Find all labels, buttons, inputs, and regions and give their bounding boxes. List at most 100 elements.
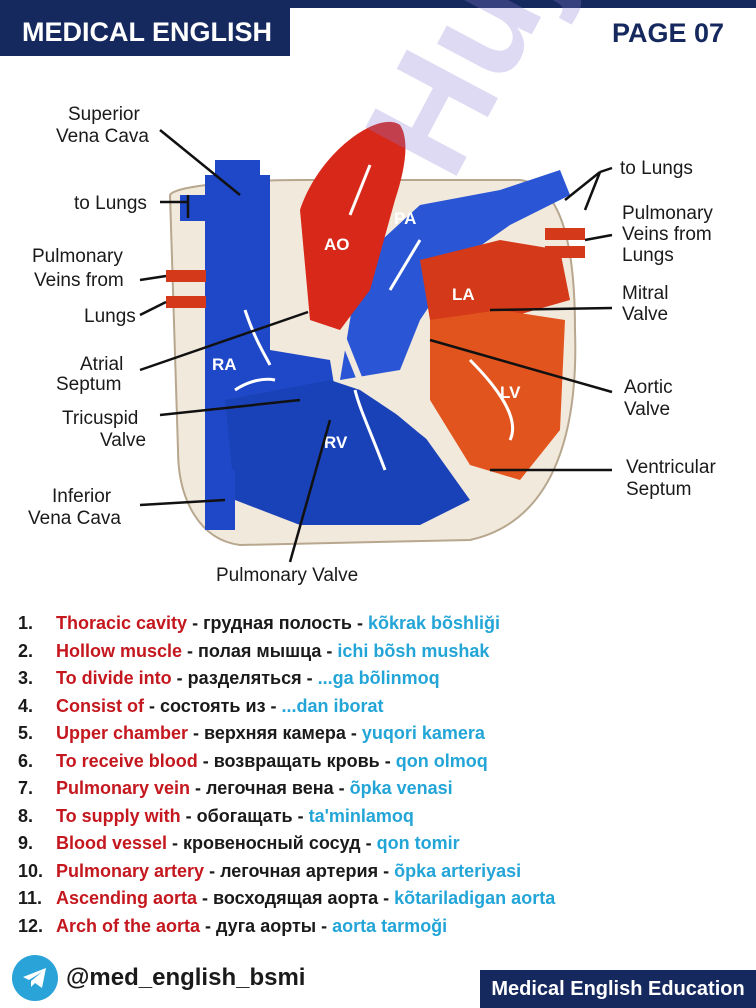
chamber-pa: PA [394, 209, 416, 228]
label-mitral-valve-2: Valve [622, 304, 668, 325]
chamber-la: LA [452, 285, 475, 304]
vocab-uzbek: ta'minlamoq [308, 805, 414, 826]
list-item: 6.To receive blood - возвращать кровь - … [18, 748, 738, 776]
separator: - [360, 833, 377, 853]
vocab-english: Ascending aorta [56, 888, 198, 908]
label-pulmonary-veins-left-2: Veins from [34, 270, 124, 291]
telegram-plane-icon [23, 968, 46, 988]
vocab-russian: легочная вена [206, 778, 334, 798]
label-atrial-septum-1: Atrial [80, 354, 123, 375]
vocab-russian: легочная артерия [220, 860, 379, 881]
label-inferior-vena-cava-1: Inferior [52, 486, 112, 507]
separator: - [187, 613, 204, 633]
vocab-russian: дуга аорты [216, 915, 317, 936]
separator: - [351, 613, 368, 633]
separator: - [144, 695, 160, 716]
list-item: 10. Pulmonary artery - легочная артерия -… [18, 858, 738, 886]
left-atrium-red [420, 240, 570, 320]
vocab-number: 9. [18, 833, 34, 853]
separator: - [171, 668, 188, 688]
vocab-uzbek: ichi bõsh mushak [337, 640, 490, 661]
chamber-lv: LV [500, 383, 521, 402]
ventricular-septum [337, 328, 472, 473]
separator: - [292, 805, 309, 826]
separator: - [188, 723, 205, 743]
vocab-number: 10. [18, 860, 44, 881]
list-item: 3.To divide into - разделяться - ...ga b… [18, 665, 738, 693]
chamber-rv: RV [324, 433, 348, 452]
list-item: 7.Pulmonary vein - легочная вена - õpka … [18, 775, 738, 803]
vocab-uzbek: õpka arteriyasi [394, 860, 522, 881]
label-pulmonary-veins-right-2: Veins from [622, 224, 712, 245]
vocab-english: Arch of the aorta [56, 915, 201, 936]
vocab-uzbek: aorta tarmoği [332, 915, 448, 936]
separator: - [182, 640, 199, 661]
list-item: 2.Hollow muscle - полая мышца - ichi bõs… [18, 638, 738, 666]
vocab-english: To receive blood [56, 750, 198, 771]
vocab-uzbek: qon tomir [376, 833, 460, 853]
separator: - [265, 695, 282, 716]
vocab-russian: восходящая аорта [213, 888, 379, 908]
right-ventricle-blue [225, 380, 470, 525]
flow-arrow-ra-2 [234, 377, 276, 392]
list-item: 1.Thoracic cavity - грудная полость - kõ… [18, 610, 738, 638]
vocab-number: 12. [18, 915, 44, 936]
separator: - [333, 778, 350, 798]
separator: - [321, 640, 338, 661]
page-number: PAGE 07 [611, 18, 724, 48]
vocab-russian: возвращать кровь [213, 750, 380, 771]
list-item: 4.Consist of - состоять из - ...dan ibor… [18, 693, 738, 721]
channel-handle[interactable]: @med_english_bsmi [66, 964, 306, 991]
flow-arrow-ao [348, 164, 372, 216]
separator: - [378, 888, 395, 908]
left-ventricle-red [430, 310, 565, 480]
vocab-number: 11. [18, 888, 43, 908]
separator: - [345, 723, 362, 743]
separator: - [204, 860, 221, 881]
vocab-russian: разделяться [187, 668, 302, 688]
vocab-english: To divide into [56, 668, 172, 688]
top-bar [0, 0, 756, 8]
vocab-russian: верхняя камера [204, 723, 346, 743]
vocab-uzbek: ...ga bõlinmoq [317, 668, 440, 688]
flow-arrow-pa [388, 239, 422, 291]
vocab-english: Thoracic cavity [56, 613, 188, 633]
vocab-russian: полая мышца [198, 640, 322, 661]
chamber-ra: RA [212, 355, 237, 374]
heart-diagram: RA RV LA LV AO PA Superior Vena Cava to … [28, 104, 716, 586]
separator: - [378, 860, 395, 881]
left-pulmonary-artery-branch [180, 195, 270, 221]
separator: - [379, 750, 396, 771]
separator: - [197, 750, 214, 771]
label-superior-vena-cava-1: Superior [68, 104, 140, 125]
vocab-russian: кровеносный сосуд [183, 833, 361, 853]
telegram-icon[interactable] [12, 955, 58, 1001]
vocab-russian: грудная полость [203, 613, 352, 633]
leader-lines [139, 129, 613, 563]
label-ventricular-septum-1: Ventricular [626, 457, 716, 478]
label-tricuspid-valve-2: Valve [100, 430, 146, 451]
list-item: 8.To supply with - обогащать - ta'minlam… [18, 803, 738, 831]
separator: - [167, 833, 184, 853]
label-pulmonary-veins-left-3: Lungs [84, 306, 136, 327]
pulmonary-vein-right-2 [545, 246, 585, 258]
label-tricuspid-valve-1: Tricuspid [62, 408, 138, 429]
vocab-english: Hollow muscle [56, 640, 183, 661]
label-ventricular-septum-2: Septum [626, 479, 691, 500]
label-atrial-septum-2: Septum [56, 374, 121, 395]
vocab-uzbek: kõkrak bõshliği [367, 613, 501, 633]
vocab-russian: состоять из [160, 695, 266, 716]
flow-arrow-rv [353, 389, 387, 471]
vocab-uzbek: kõtariladigan aorta [394, 888, 556, 908]
vocab-russian: обогащать [196, 805, 293, 826]
vocab-english: To supply with [56, 805, 181, 826]
separator: - [180, 805, 197, 826]
brand-label: Medical English Education [480, 970, 756, 1008]
separator: - [197, 888, 214, 908]
label-to-lungs-left: to Lungs [74, 193, 147, 214]
vocab-english: Blood vessel [56, 833, 168, 853]
list-item: 5.Upper chamber - верхняя камера - yuqor… [18, 720, 738, 748]
vocab-english: Pulmonary artery [56, 860, 205, 881]
label-pulmonary-valve: Pulmonary Valve [216, 565, 358, 586]
vocab-english: Upper chamber [56, 723, 189, 743]
